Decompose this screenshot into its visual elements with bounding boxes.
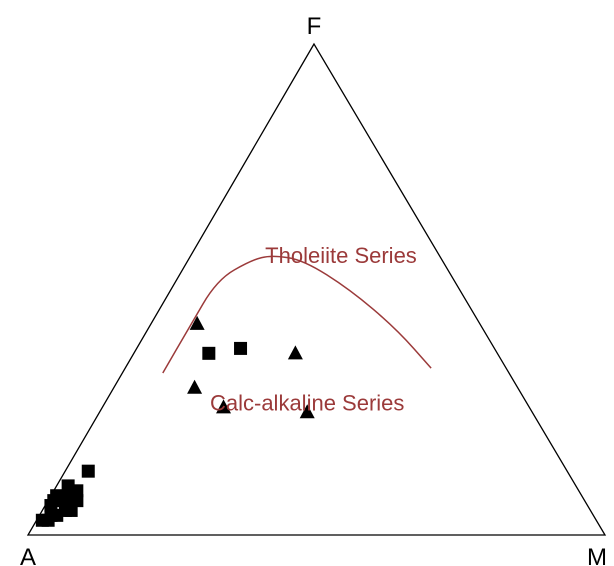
triangle-marker [216, 399, 232, 414]
triangle-marker [187, 379, 203, 394]
square-marker [35, 513, 49, 527]
annotation-calc-alkaline: Calc-alkaline Series [210, 390, 404, 415]
triangle-marker [287, 345, 303, 360]
tholeiite-calc-alkaline-boundary [162, 255, 432, 374]
data-points-layer [35, 315, 315, 527]
square-marker [81, 464, 95, 478]
square-marker [234, 341, 248, 355]
triangle-marker [189, 315, 205, 330]
square-marker [50, 489, 64, 503]
boundary-line-layer [162, 255, 432, 374]
vertex-label-right: M [587, 544, 607, 566]
triangle-outline [26, 42, 607, 536]
square-marker [64, 503, 78, 517]
annotation-tholeiite: Tholeiite Series [265, 243, 417, 268]
vertex-label-left: A [20, 544, 36, 566]
triangle-marker [299, 404, 315, 419]
square-marker [50, 508, 64, 522]
labels-layer: F A M Tholeiite Series Calc-alkaline Ser… [20, 13, 607, 566]
square-marker [61, 479, 75, 493]
triangle-frame [26, 42, 607, 536]
vertex-label-top: F [307, 13, 322, 40]
square-marker [70, 494, 84, 508]
square-marker [202, 346, 216, 360]
